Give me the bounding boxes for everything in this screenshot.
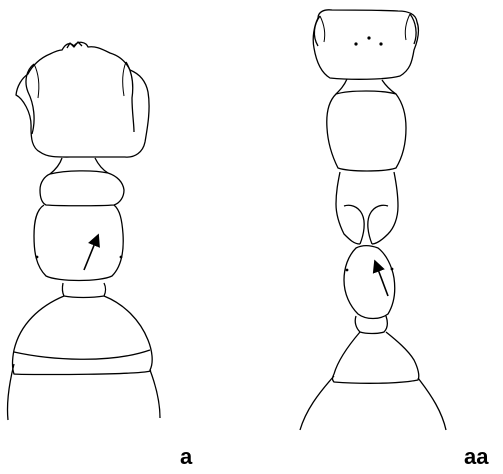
panel-label-a: a (180, 444, 193, 469)
petiole-aa (343, 245, 396, 320)
eye-right-a (125, 61, 135, 133)
petiole-a (61, 282, 107, 299)
propodeum-aa (335, 171, 399, 245)
panel-a (6, 41, 161, 421)
clypeus-notch-a (66, 41, 83, 49)
eye-right-aa (409, 13, 417, 45)
head-outline-a (15, 41, 150, 158)
gaster-a (11, 295, 153, 376)
postpetiole-aa (354, 315, 388, 335)
eye-left-aa (313, 15, 321, 47)
panel-aa (299, 9, 447, 431)
mesonotum-aa (326, 90, 407, 172)
eye-left-a (25, 63, 35, 135)
arrow-icon (83, 233, 100, 271)
gaster-aa (331, 331, 420, 384)
arrow-icon (372, 259, 389, 297)
head-outline-aa (312, 9, 420, 80)
mesosoma-a (33, 204, 124, 282)
panel-label-aa: aa (464, 444, 489, 469)
pronotum-a (39, 170, 125, 207)
